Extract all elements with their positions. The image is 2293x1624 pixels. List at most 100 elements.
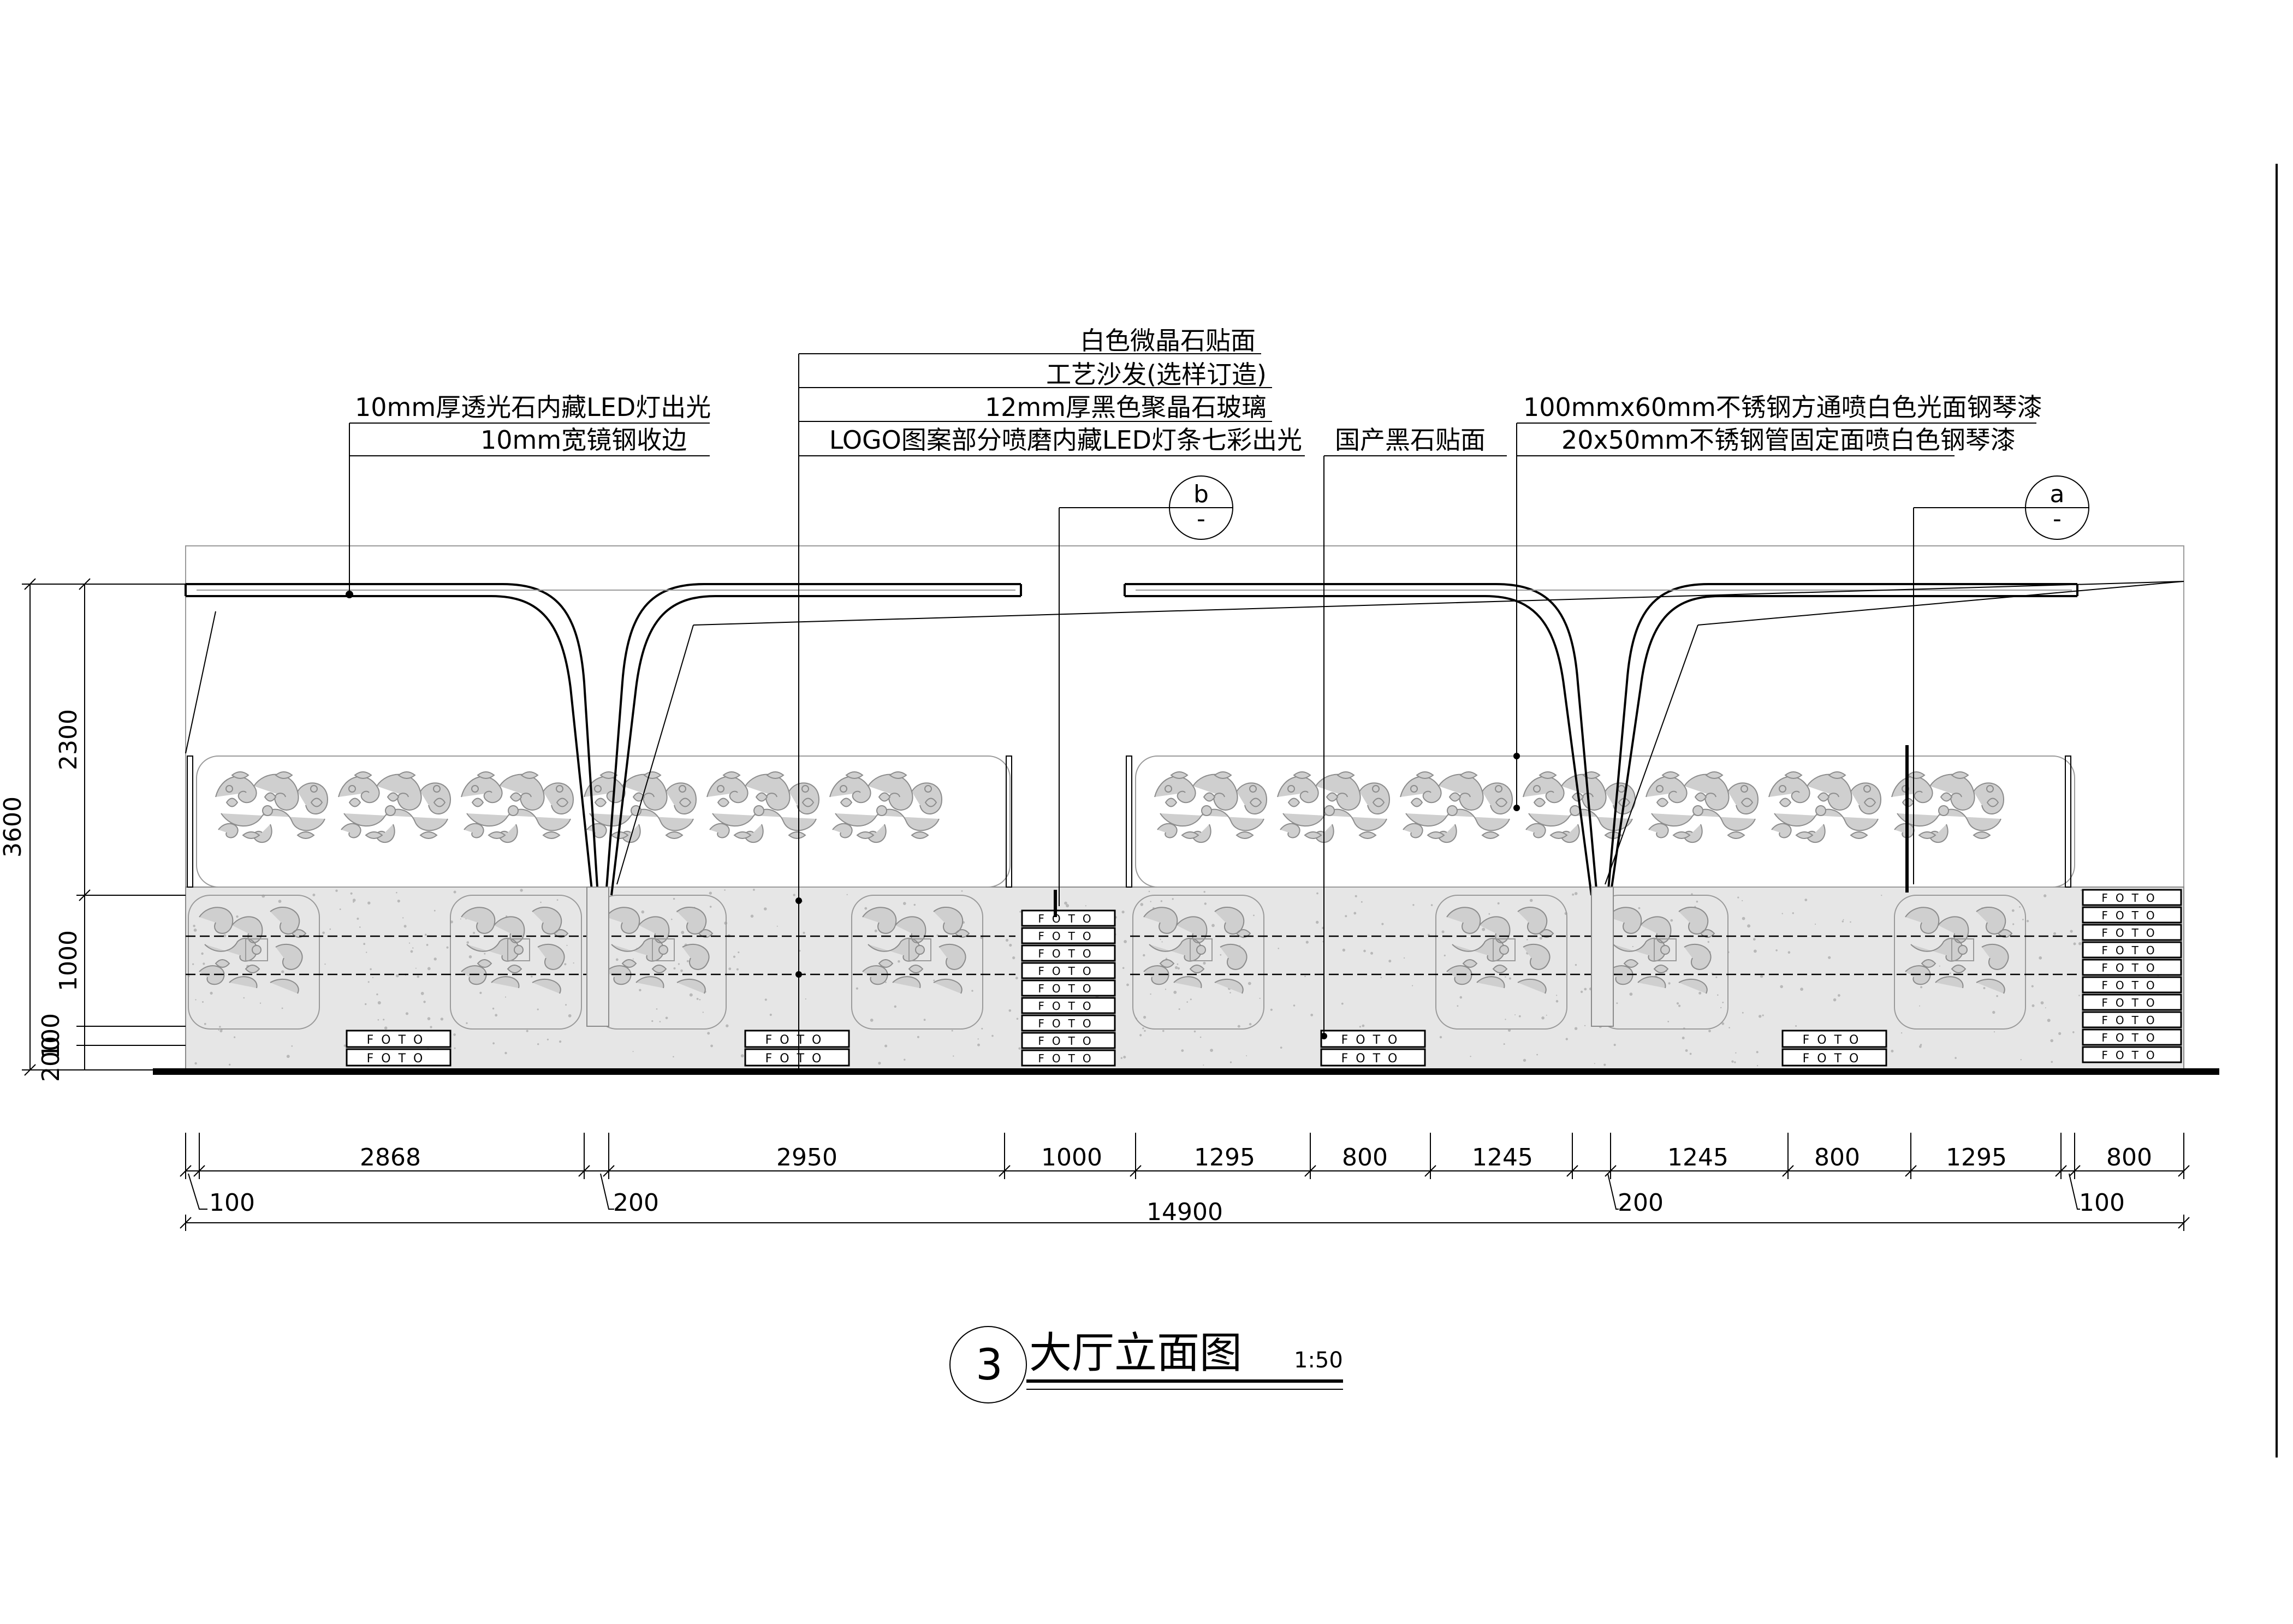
stone-speck — [479, 991, 482, 994]
dim-tick — [999, 1165, 1011, 1177]
stone-speck — [1482, 927, 1486, 931]
stone-speck — [1781, 913, 1783, 914]
foto-panel: FOTO — [1781, 1030, 1887, 1048]
stone-speck — [1139, 1034, 1142, 1037]
foto-panel-label: FOTO — [2101, 1014, 2162, 1027]
leader-lines — [346, 353, 2036, 1070]
foto-panel-frame — [2082, 889, 2182, 906]
stone-speck — [1792, 912, 1794, 914]
stone-speck — [531, 975, 533, 978]
foto-panel: FOTO — [2082, 1011, 2182, 1028]
stone-speck — [1178, 1008, 1180, 1010]
stone-speck — [1066, 904, 1070, 908]
stone-speck — [2020, 1059, 2022, 1061]
stone-speck — [1412, 904, 1415, 906]
stone-speck — [1955, 1057, 1957, 1059]
foto-panel: FOTO — [1021, 1032, 1116, 1049]
stone-speck — [412, 947, 414, 949]
foto-panel-frame — [2082, 1046, 2182, 1063]
stone-speck — [453, 890, 456, 894]
stone-speck — [846, 894, 848, 895]
stone-speck — [1993, 1031, 1995, 1033]
stone-speck — [1747, 924, 1751, 928]
ornament-motif — [1768, 771, 1881, 843]
stone-speck — [1734, 1061, 1736, 1063]
stone-speck — [2012, 923, 2015, 925]
foto-panel: FOTO — [2082, 1028, 2182, 1046]
stone-speck — [454, 1047, 456, 1049]
stone-speck — [805, 998, 806, 1000]
stone-speck — [1144, 1030, 1146, 1032]
foto-panel: FOTO — [1021, 944, 1116, 962]
callout-left: 10mm厚透光石内藏LED灯出光 10mm宽镜钢收边 — [355, 392, 711, 455]
stone-speck — [1756, 1051, 1759, 1054]
stone-speck — [1177, 963, 1179, 965]
stone-speck — [377, 1019, 379, 1021]
stone-speck — [2011, 909, 2015, 912]
stone-speck — [1430, 904, 1433, 906]
section-mark-a-sub: - — [2053, 505, 2062, 533]
dim-middle-height: 1000 — [55, 930, 82, 991]
stone-speck — [1756, 1065, 1759, 1067]
stone-speck — [556, 899, 559, 901]
foto-panel: FOTO — [2082, 959, 2182, 976]
dim-tick — [1905, 1165, 1917, 1177]
callout-stone: 国产黑石贴面 — [1335, 425, 1486, 455]
stone-speck — [1249, 1022, 1252, 1026]
foto-panel: FOTO — [2082, 976, 2182, 994]
stone-speck — [1668, 982, 1671, 985]
stone-speck — [453, 1033, 456, 1036]
stone-speck — [641, 910, 645, 914]
foto-panel-label: FOTO — [2101, 996, 2162, 1009]
foto-panel-frame — [2082, 1028, 2182, 1046]
stone-speck — [1427, 933, 1430, 936]
foto-panel: FOTO — [744, 1048, 850, 1067]
foto-panel-frame — [2082, 906, 2182, 924]
foto-panel: FOTO — [2082, 941, 2182, 959]
stone-speck — [417, 975, 420, 978]
foto-panel-frame — [1021, 927, 1116, 944]
stone-speck — [397, 900, 400, 903]
stone-speck — [1629, 992, 1633, 996]
foto-panel-label: FOTO — [2101, 1049, 2162, 1062]
foto-panel: FOTO — [1021, 1049, 1116, 1067]
stone-speck — [1203, 1064, 1204, 1066]
stone-speck — [1742, 900, 1743, 902]
stone-speck — [203, 962, 205, 965]
stone-speck — [504, 1051, 507, 1055]
stone-speck — [961, 890, 963, 892]
callout-center-line1: 白色微晶石贴面 — [1080, 326, 1256, 355]
foto-panel-label: FOTO — [1038, 982, 1098, 995]
stone-speck — [1881, 895, 1882, 896]
stone-speck — [291, 1045, 293, 1047]
stone-speck — [365, 1003, 367, 1006]
dim-tick — [2178, 1165, 2190, 1177]
stone-speck — [281, 970, 284, 973]
dim-upper-height: 2300 — [55, 709, 82, 770]
stone-speck — [933, 979, 935, 981]
stone-speck — [1613, 1044, 1616, 1046]
stone-speck — [376, 993, 378, 996]
stone-speck — [370, 968, 372, 971]
stone-speck — [1523, 1058, 1526, 1062]
stone-speck — [1696, 900, 1698, 903]
stone-speck — [1572, 893, 1575, 896]
stone-speck — [1707, 941, 1709, 943]
sofa-medallion — [1446, 906, 1554, 994]
stone-speck — [1753, 938, 1756, 941]
foto-panel-frame — [346, 1030, 452, 1048]
foto-panel: FOTO — [1021, 997, 1116, 1014]
stone-speck — [2051, 1061, 2053, 1063]
stone-speck — [1270, 1008, 1273, 1011]
dim-tick — [180, 1165, 192, 1177]
stone-speck — [1012, 956, 1015, 960]
stone-speck — [1505, 1019, 1506, 1020]
stone-speck — [1248, 981, 1251, 985]
stone-speck — [870, 1019, 874, 1022]
stone-speck — [665, 1016, 668, 1020]
stone-speck — [1488, 913, 1490, 915]
foto-panel-frame — [1021, 997, 1116, 1014]
dim-seg-5: 800 — [1342, 1144, 1388, 1171]
stone-speck — [377, 1001, 381, 1004]
